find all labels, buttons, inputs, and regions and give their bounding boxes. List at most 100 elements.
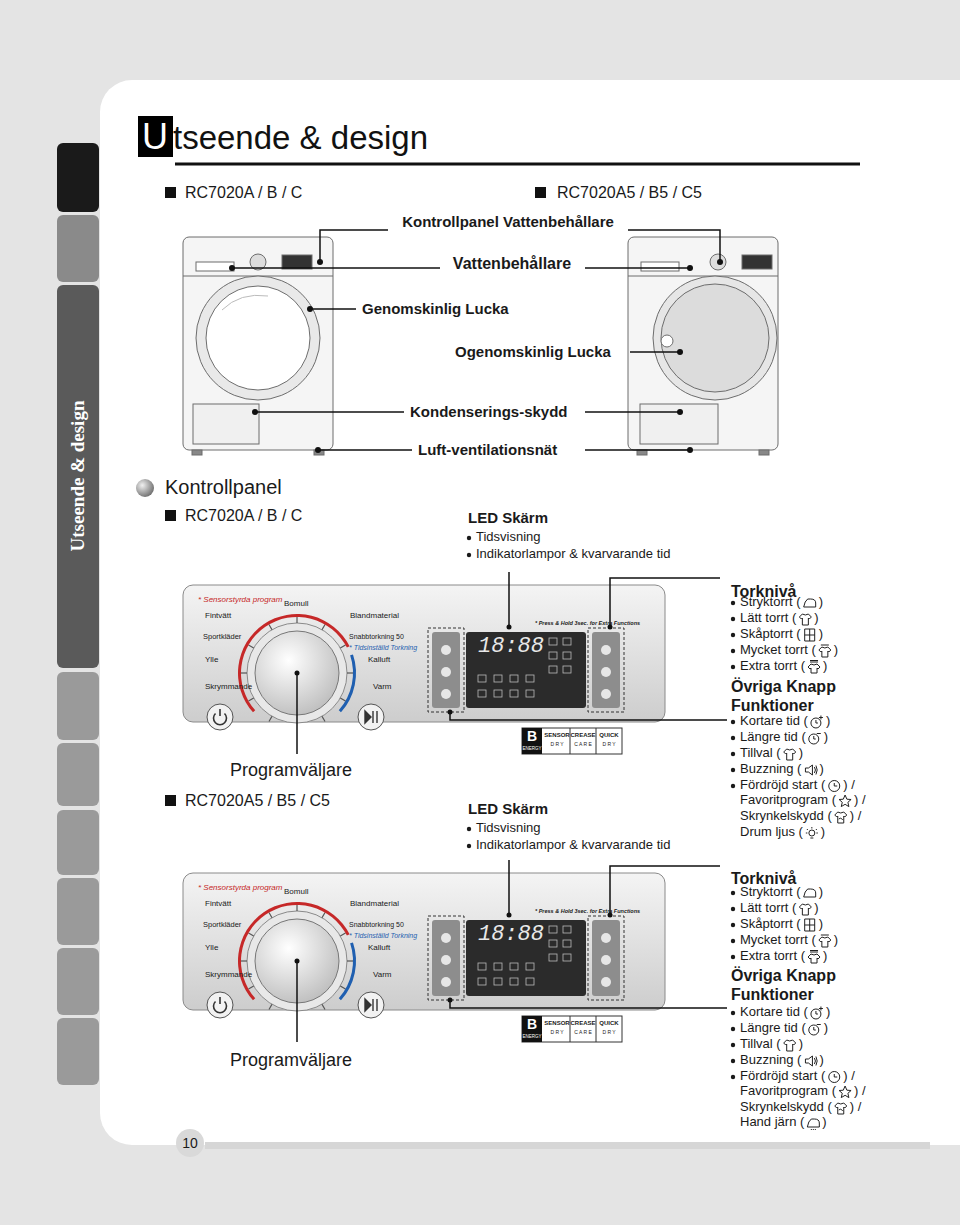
program-name: Bomull	[284, 887, 308, 896]
bullet	[731, 649, 735, 653]
function-icon	[829, 1072, 840, 1083]
bullet	[731, 784, 735, 788]
function-icon	[808, 661, 820, 674]
leader-lines	[232, 230, 720, 450]
list-item: Tillval (	[740, 1037, 781, 1052]
title-rule	[175, 163, 860, 166]
part-name: Vattenbehållare	[453, 255, 571, 273]
part-name: Kondenserings-skydd	[410, 403, 568, 420]
function-icon	[784, 1040, 796, 1051]
list-item: )	[834, 933, 838, 948]
list-item: ) /	[854, 793, 866, 808]
panel-hint: * Press & Hold 3sec. for Extra Functions	[535, 908, 640, 914]
list-item: Fördröjd start (	[740, 778, 825, 793]
list-item: )	[819, 595, 823, 610]
page-title: Utseende & design	[138, 116, 428, 158]
list-item: Skåptorrt (	[740, 917, 801, 932]
section-heading: Kontrollpanel	[165, 476, 282, 499]
function-icon	[805, 629, 815, 641]
footer-bar	[205, 1142, 930, 1149]
list-item: )	[826, 714, 830, 729]
control-panel	[183, 572, 727, 754]
control-panel	[183, 860, 727, 1042]
function-icon	[835, 812, 847, 823]
program-name: Ylle	[205, 655, 218, 664]
function-icon	[805, 765, 817, 775]
feature-badge: D R Y	[602, 1030, 615, 1036]
program-name: Kalluft	[368, 943, 390, 952]
function-icon	[829, 781, 840, 792]
list-item: Extra torrt (	[740, 949, 805, 964]
list-item: )	[826, 1005, 830, 1020]
model-name: RC7020A5 / B5 / C5	[185, 792, 330, 810]
bullet	[731, 1059, 735, 1063]
list-item: Lätt torrt (	[740, 901, 796, 916]
list-item: Tillval (	[740, 746, 781, 761]
list-item: Längre tid (	[740, 1021, 806, 1036]
function-icon	[799, 904, 811, 915]
program-name: Varm	[373, 970, 392, 979]
list-item: )	[819, 885, 823, 900]
list-item: )	[819, 917, 823, 932]
bullet	[731, 939, 735, 943]
list-item: Kortare tid (	[740, 714, 808, 729]
list-item: )	[819, 1053, 823, 1068]
function-icon	[804, 889, 816, 897]
bullet	[731, 1075, 735, 1079]
model-name: RC7020A / B / C	[185, 507, 302, 525]
feature-badge: D R Y	[550, 742, 563, 748]
bullet	[731, 736, 735, 740]
function-icon	[811, 1007, 823, 1020]
list-item: )	[799, 746, 803, 761]
list-item: )	[821, 825, 825, 840]
part-name: Luft-ventilationsnät	[418, 441, 557, 458]
function-icon	[784, 749, 796, 760]
list-item: Tidsvisning	[476, 821, 541, 836]
bullet	[467, 844, 471, 848]
function-icon	[804, 599, 816, 607]
page-number: 10	[182, 1135, 198, 1151]
feature-badge: CREASE	[570, 1020, 595, 1027]
list-item: Drum ljus (	[740, 825, 803, 840]
list-item: Favoritprogram (	[740, 1084, 836, 1099]
list-item: ) /	[850, 809, 862, 824]
list-item: )	[824, 730, 828, 745]
list-item: Längre tid (	[740, 730, 806, 745]
list-item: Extra torrt (	[740, 659, 805, 674]
list-item: Skåptorrt (	[740, 627, 801, 642]
program-name: Blandmaterial	[350, 899, 399, 908]
list-item: )	[824, 1021, 828, 1036]
bullet	[731, 923, 735, 927]
list-item: ) /	[843, 1069, 855, 1084]
part-name: Programväljare	[230, 1050, 352, 1071]
bullet	[731, 665, 735, 669]
energy-class: ENERGY	[522, 1034, 541, 1039]
model-name: RC7020A5 / B5 / C5	[557, 184, 702, 202]
bullet	[731, 720, 735, 724]
program-name: Fintvätt	[205, 899, 231, 908]
program-name: Sportkläder	[203, 633, 241, 642]
program-group-label: * Tidsinställd Torkning	[349, 644, 417, 652]
list-item: Stryktorrt (	[740, 885, 801, 900]
feature-badge: C A R E	[574, 1030, 592, 1036]
feature-badge: QUICK	[599, 732, 618, 739]
part-name: Ogenomskinlig Lucka	[455, 343, 611, 360]
display-digits: 18:88	[478, 922, 544, 947]
list-item: ) /	[850, 1100, 862, 1115]
section-marker	[136, 479, 154, 497]
feature-badge: D R Y	[602, 742, 615, 748]
dryer-right	[628, 237, 778, 455]
bullet	[731, 768, 735, 772]
program-name: Snabbtorkning 50	[349, 921, 404, 929]
feature-badge: SENSOR	[544, 1020, 569, 1027]
list-item: )	[822, 1115, 826, 1130]
bullet	[467, 827, 471, 831]
leader-dots	[229, 259, 723, 453]
list-item: ) /	[843, 778, 855, 793]
function-icon	[808, 951, 820, 964]
list-item: )	[834, 643, 838, 658]
feature-badge: C A R E	[574, 742, 592, 748]
program-group-label: * Sensorstyrda program	[198, 883, 282, 892]
function-icon	[805, 919, 815, 931]
bullet	[731, 1043, 735, 1047]
